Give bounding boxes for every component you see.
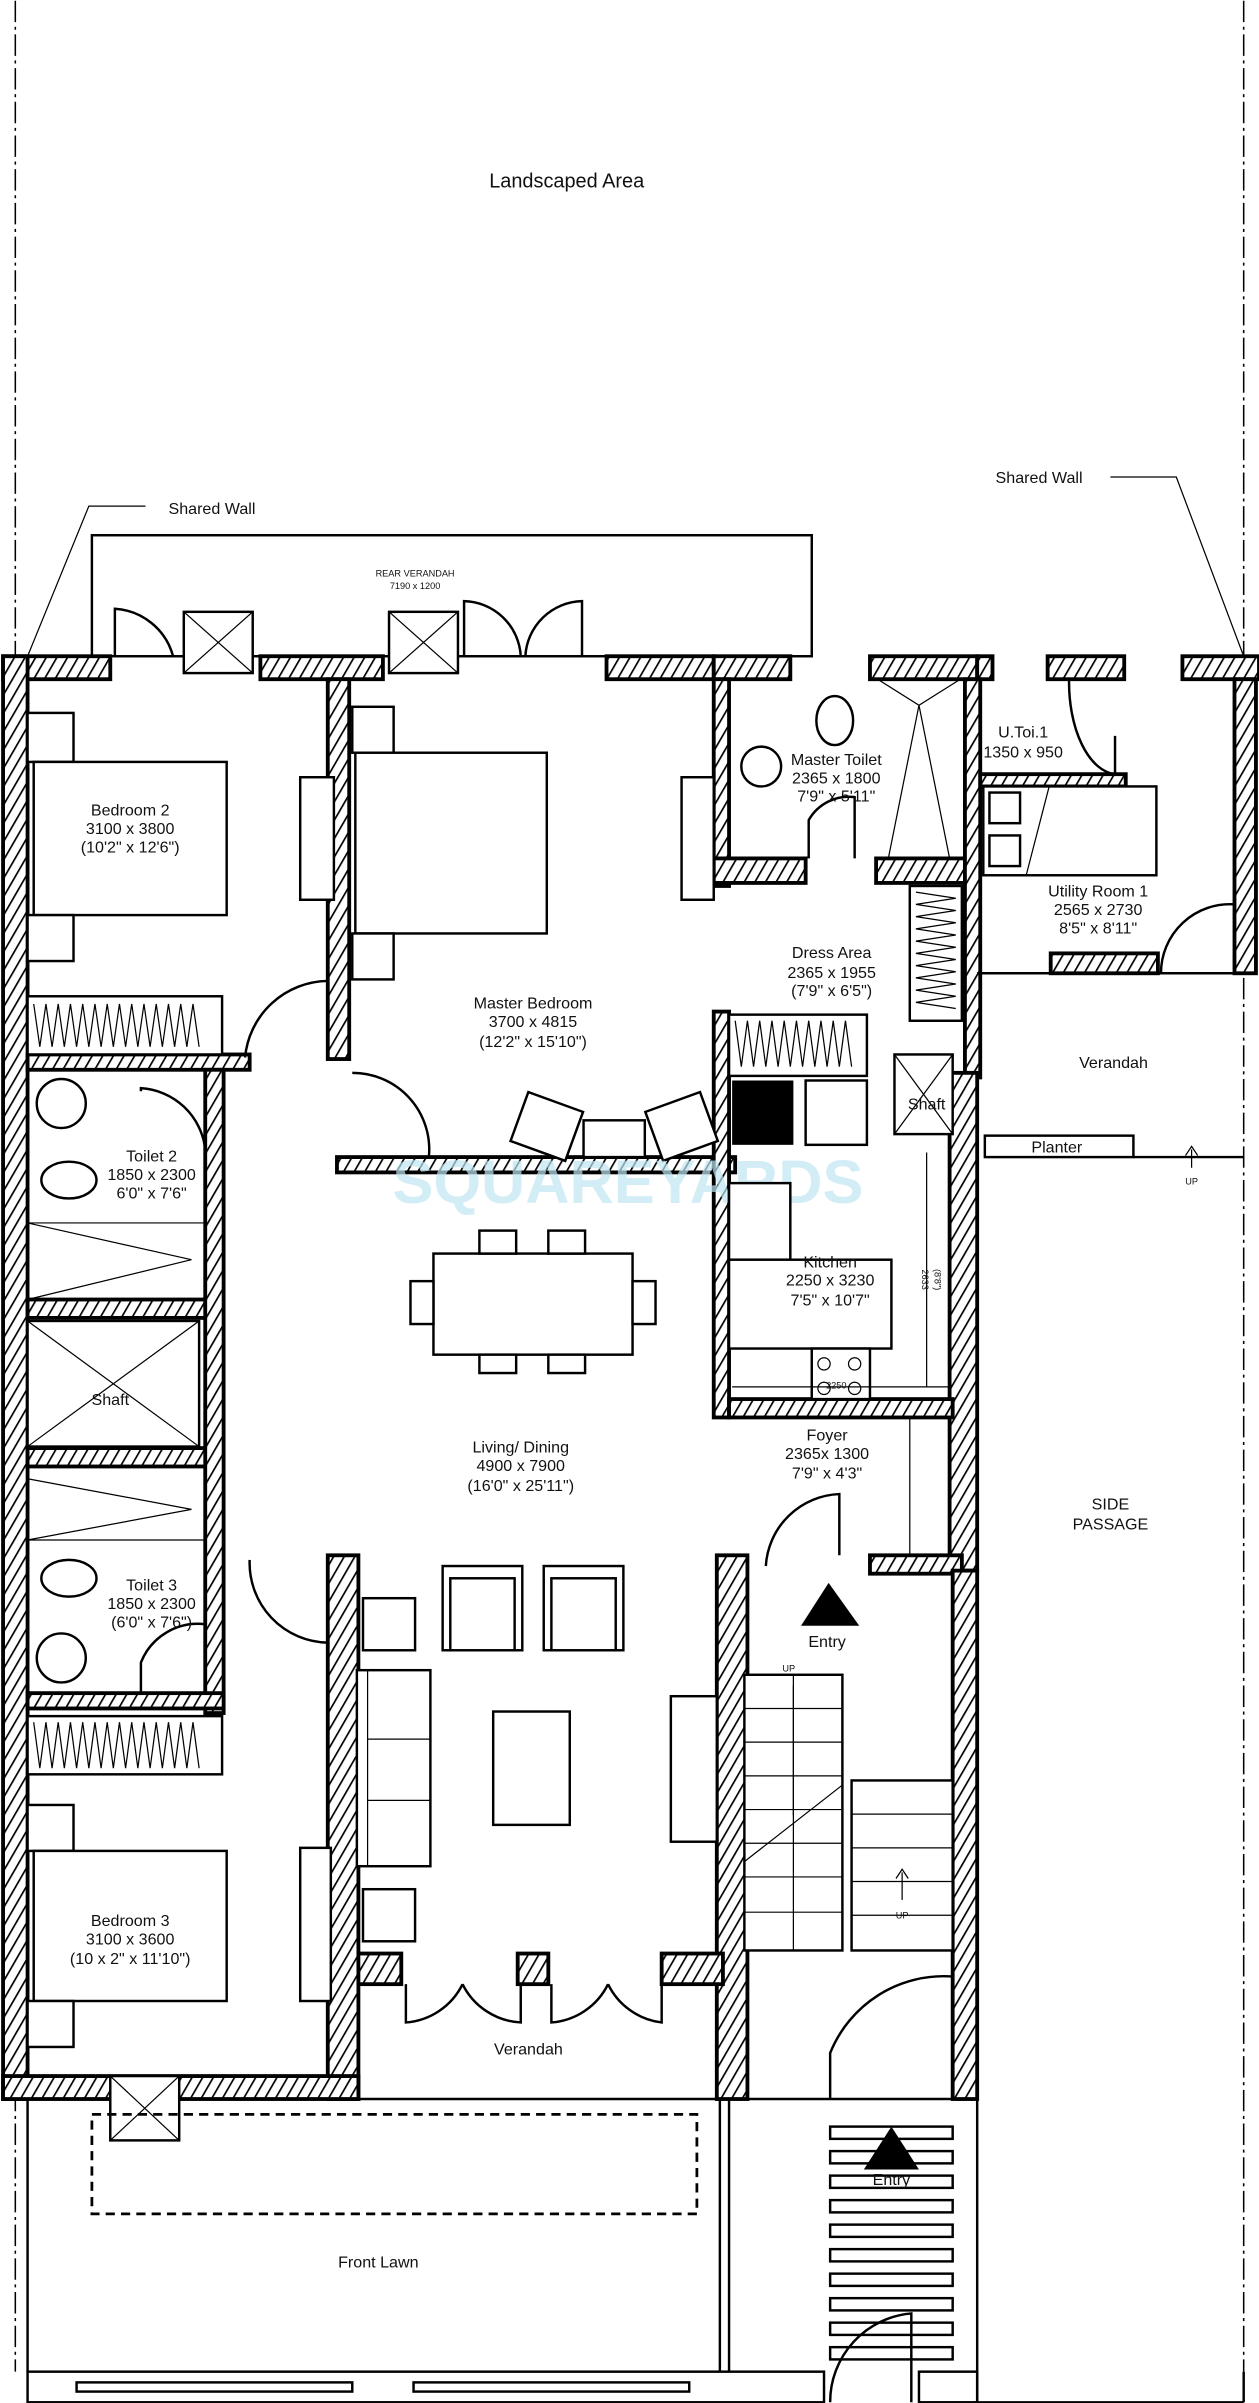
- shared-wall-left-leader: [27, 505, 146, 657]
- master-toilet-name: Master Toilet: [791, 751, 882, 769]
- front-verandah-name: Verandah: [494, 2041, 563, 2059]
- living-dining-dim: 4900 x 7900: [476, 1457, 565, 1475]
- master-bedroom-name: Master Bedroom: [474, 995, 593, 1013]
- utoi1-dim: 1350 x 950: [983, 743, 1063, 761]
- kitchen-dim-ft: 7'5" x 10'7": [791, 1292, 871, 1310]
- utoi1-name: U.Toi.1: [998, 723, 1048, 741]
- bedroom3-dim: 3100 x 3600: [86, 1930, 175, 1948]
- up-label-1: UP: [1185, 1177, 1198, 1187]
- kitchen-fixtures: [727, 1152, 950, 1401]
- bedroom3-furniture: [26, 1714, 333, 2142]
- up-label-3: UP: [896, 1910, 909, 1920]
- shared-wall-left-label: Shared Wall: [168, 500, 255, 518]
- toilet3-dim-ft: (6'0" x 7'6"): [111, 1613, 192, 1631]
- bedroom2-furniture: [26, 711, 328, 1058]
- rear-door-icons: [113, 599, 584, 675]
- kitchen-small-dim: 2250: [826, 1380, 846, 1390]
- kitchen-name: Kitchen: [803, 1253, 857, 1271]
- bedroom2-name: Bedroom 2: [91, 802, 170, 820]
- shared-wall-right-leader: [1110, 476, 1245, 657]
- master-bedroom-furniture: [298, 705, 720, 1163]
- utility-fixtures: [982, 679, 1235, 974]
- shaft-2-label: Shaft: [92, 1391, 130, 1409]
- shaft-left: [26, 1319, 206, 1541]
- master-toilet-dim-ft: 7'9" x 5'11": [797, 788, 875, 806]
- toilet2-name: Toilet 2: [126, 1148, 177, 1166]
- dress-area-dim-ft: (7'9" x 6'5"): [791, 982, 872, 1000]
- front-lawn-label: Front Lawn: [338, 2254, 418, 2272]
- rear-verandah-name: REAR VERANDAH: [376, 569, 455, 579]
- toilet2-dim-ft: 6'0" x 7'6": [116, 1184, 187, 1202]
- toilet3-dim: 1850 x 2300: [107, 1595, 196, 1613]
- dress-area-dim: 2365 x 1955: [787, 964, 876, 982]
- shared-wall-right-label: Shared Wall: [996, 469, 1083, 487]
- watermark: SQUAREYARDS: [393, 1148, 864, 1216]
- master-bedroom-dim-ft: (12'2" x 15'10"): [479, 1033, 587, 1051]
- kitchen-side-dim: 2633: [920, 1269, 930, 1289]
- kitchen-dim: 2250 x 3230: [786, 1272, 875, 1290]
- dress-area-name: Dress Area: [792, 944, 872, 962]
- toilet3-fixtures: [35, 1558, 328, 1694]
- bedroom2-dim: 3100 x 3800: [86, 820, 175, 838]
- utility-room1-dim-ft: 8'5" x 8'11": [1059, 919, 1137, 937]
- foyer-entry: [743, 1417, 954, 2100]
- master-toilet-fixtures: [740, 678, 961, 859]
- utility-room1-dim: 2565 x 2730: [1054, 901, 1143, 919]
- entry-inner-label: Entry: [808, 1633, 846, 1651]
- living-dining-furniture: [355, 1229, 719, 2024]
- entry-outer-label: Entry: [873, 2171, 911, 2189]
- master-bedroom-dim: 3700 x 4815: [489, 1013, 578, 1031]
- side-verandah: [977, 972, 1244, 1168]
- rear-verandah-dim: 7190 x 1200: [390, 581, 441, 591]
- utility-room1-name: Utility Room 1: [1048, 883, 1148, 901]
- landscaped-area-label: Landscaped Area: [489, 171, 645, 193]
- front-fence: [26, 2370, 1245, 2403]
- planter-label: Planter: [1031, 1138, 1083, 1156]
- toilet3-name: Toilet 3: [126, 1577, 177, 1595]
- dress-area-wardrobe: [727, 884, 964, 1078]
- front-lawn: [26, 2097, 953, 2372]
- entry-steps: [828, 2125, 954, 2403]
- side-passage-label-1: SIDE: [1092, 1495, 1130, 1513]
- side-verandah-name: Verandah: [1079, 1054, 1148, 1072]
- side-passage-label-2: PASSAGE: [1073, 1515, 1149, 1533]
- shaft-1-label: Shaft: [908, 1096, 946, 1114]
- bedroom2-dim-ft: (10'2" x 12'6"): [81, 838, 180, 856]
- up-label-2: UP: [782, 1664, 795, 1674]
- kitchen-side-dim-ft: (8'8"): [932, 1269, 942, 1290]
- walls: [1, 654, 1259, 2101]
- bedroom3-dim-ft: (10 x 2" x 11'10"): [70, 1950, 191, 1968]
- toilet2-dim: 1850 x 2300: [107, 1166, 196, 1184]
- master-toilet-dim: 2365 x 1800: [792, 769, 881, 787]
- foyer-name: Foyer: [807, 1426, 849, 1444]
- toilet2-fixtures: [27, 1077, 207, 1301]
- shaft-kitchen: [732, 1053, 954, 1147]
- bedroom3-name: Bedroom 3: [91, 1912, 170, 1930]
- living-dining-dim-ft: (16'0" x 25'11"): [467, 1477, 574, 1495]
- foyer-dim: 2365x 1300: [785, 1445, 869, 1463]
- foyer-dim-ft: 7'9" x 4'3": [792, 1465, 863, 1483]
- living-dining-name: Living/ Dining: [472, 1439, 569, 1457]
